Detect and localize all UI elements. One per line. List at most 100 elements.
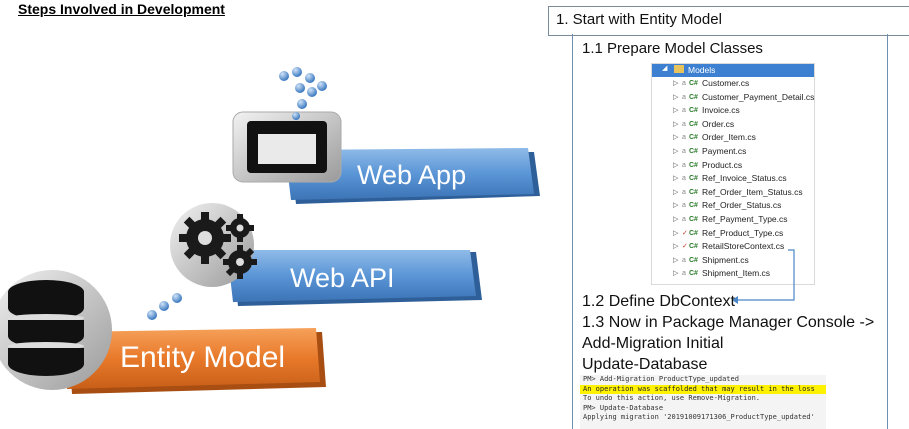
- csharp-file-icon: C#: [689, 80, 698, 87]
- console-line: PM> Update-Database: [583, 403, 664, 412]
- package-manager-console: PM> Add-Migration ProductType_updated An…: [580, 375, 826, 429]
- checkmark-icon: ✓: [682, 243, 688, 251]
- lock-icon: a: [682, 161, 686, 169]
- expand-arrow-icon[interactable]: ▷: [673, 188, 679, 196]
- step-1-label: 1. Start with Entity Model: [556, 11, 722, 28]
- expand-arrow-icon[interactable]: ▷: [673, 202, 679, 210]
- csharp-file-icon: C#: [689, 134, 698, 142]
- checkmark-icon: ✓: [682, 229, 688, 237]
- csharp-file-icon: C#: [689, 256, 698, 264]
- file-row[interactable]: ▷✓C# RetailStoreContext.cs: [652, 240, 814, 254]
- connector-dots-bottom: [147, 293, 182, 320]
- expand-arrow-icon[interactable]: ▷: [673, 93, 679, 101]
- lock-icon: a: [682, 175, 686, 183]
- folder-name: Models: [688, 65, 716, 75]
- expand-arrow-icon[interactable]: ◢: [662, 65, 668, 72]
- file-name: Shipment.cs: [702, 254, 749, 265]
- step-1-3-label: 1.3 Now in Package Manager Console ->: [582, 314, 875, 331]
- file-name: Ref_Invoice_Status.cs: [702, 173, 787, 184]
- csharp-file-icon: C#: [689, 107, 698, 115]
- file-name: Order.cs: [702, 118, 735, 129]
- database-icon: [0, 270, 112, 390]
- lock-icon: a: [682, 134, 686, 142]
- connector-arrow: [732, 249, 795, 304]
- expand-arrow-icon[interactable]: ▷: [673, 161, 679, 169]
- expand-arrow-icon[interactable]: ▷: [673, 175, 679, 183]
- lock-icon: a: [682, 188, 686, 196]
- file-name: Customer.cs: [702, 78, 750, 88]
- expand-arrow-icon[interactable]: ▷: [673, 107, 679, 115]
- file-name: Shipment_Item.cs: [702, 268, 771, 279]
- lock-icon: a: [682, 270, 686, 278]
- file-name: Invoice.cs: [702, 105, 740, 116]
- expand-arrow-icon[interactable]: ▷: [673, 215, 679, 223]
- expand-arrow-icon[interactable]: ▷: [673, 80, 679, 87]
- csharp-file-icon: C#: [689, 175, 698, 183]
- web-app-bar: [285, 148, 540, 204]
- file-name: Customer_Payment_Detail.cs: [702, 91, 815, 102]
- panel-border-right: [887, 34, 888, 429]
- file-name: RetailStoreContext.cs: [702, 241, 785, 252]
- panel-border-left: [572, 34, 573, 429]
- csharp-file-icon: C#: [689, 147, 698, 155]
- browser-window-icon: [232, 111, 342, 183]
- entity-model-label: Entity Model: [120, 341, 286, 374]
- file-row[interactable]: ▷✓C#Ref_Product_Type.cs: [652, 227, 814, 241]
- connector-dots-top: [279, 67, 327, 120]
- lock-icon: a: [682, 120, 686, 128]
- expand-arrow-icon[interactable]: ▷: [673, 229, 679, 237]
- file-name: Ref_Product_Type.cs: [702, 227, 784, 238]
- lock-icon: a: [682, 80, 686, 87]
- console-line-warning: An operation was scaffolded that may res…: [580, 384, 826, 394]
- console-line: Applying migration '20191009171306_Produ…: [583, 413, 815, 421]
- expand-arrow-icon[interactable]: ▷: [673, 270, 679, 278]
- command-update-database: Update-Database: [582, 356, 708, 373]
- file-name: Ref_Order_Item_Status.cs: [702, 186, 803, 197]
- lock-icon: a: [682, 147, 686, 155]
- file-name: Ref_Payment_Type.cs: [702, 213, 788, 224]
- console-line: PM> Add-Migration ProductType_updated: [583, 375, 739, 383]
- lock-icon: a: [682, 256, 686, 264]
- expand-arrow-icon[interactable]: ▷: [673, 243, 679, 251]
- web-api-label: Web API: [290, 263, 395, 293]
- csharp-file-icon: C#: [689, 243, 698, 251]
- web-app-label: Web App: [357, 160, 467, 190]
- lock-icon: a: [682, 215, 686, 223]
- lock-icon: a: [682, 93, 686, 101]
- expand-arrow-icon[interactable]: ▷: [673, 147, 679, 155]
- page-title: Steps Involved in Development: [18, 1, 225, 17]
- csharp-file-icon: C#: [689, 215, 698, 223]
- step-1-2-label: 1.2 Define DbContext: [582, 293, 735, 310]
- layer-diagram: [0, 67, 540, 394]
- csharp-file-icon: C#: [689, 120, 698, 128]
- csharp-file-icon: C#: [689, 188, 698, 196]
- expand-arrow-icon[interactable]: ▷: [673, 134, 679, 142]
- csharp-file-icon: C#: [689, 93, 698, 101]
- file-name: Ref_Order_Status.cs: [702, 200, 782, 211]
- file-name: Order_Item.cs: [702, 132, 756, 143]
- expand-arrow-icon[interactable]: ▷: [673, 256, 679, 264]
- lock-icon: a: [682, 107, 686, 115]
- expand-arrow-icon[interactable]: ▷: [673, 120, 679, 128]
- console-line: To undo this action, use Remove-Migratio…: [583, 394, 761, 402]
- csharp-file-icon: C#: [689, 161, 698, 169]
- gears-icon: [170, 203, 257, 287]
- models-folder-row[interactable]: ◢ Models: [652, 64, 814, 77]
- csharp-file-icon: C#: [689, 202, 698, 210]
- lock-icon: a: [682, 202, 686, 210]
